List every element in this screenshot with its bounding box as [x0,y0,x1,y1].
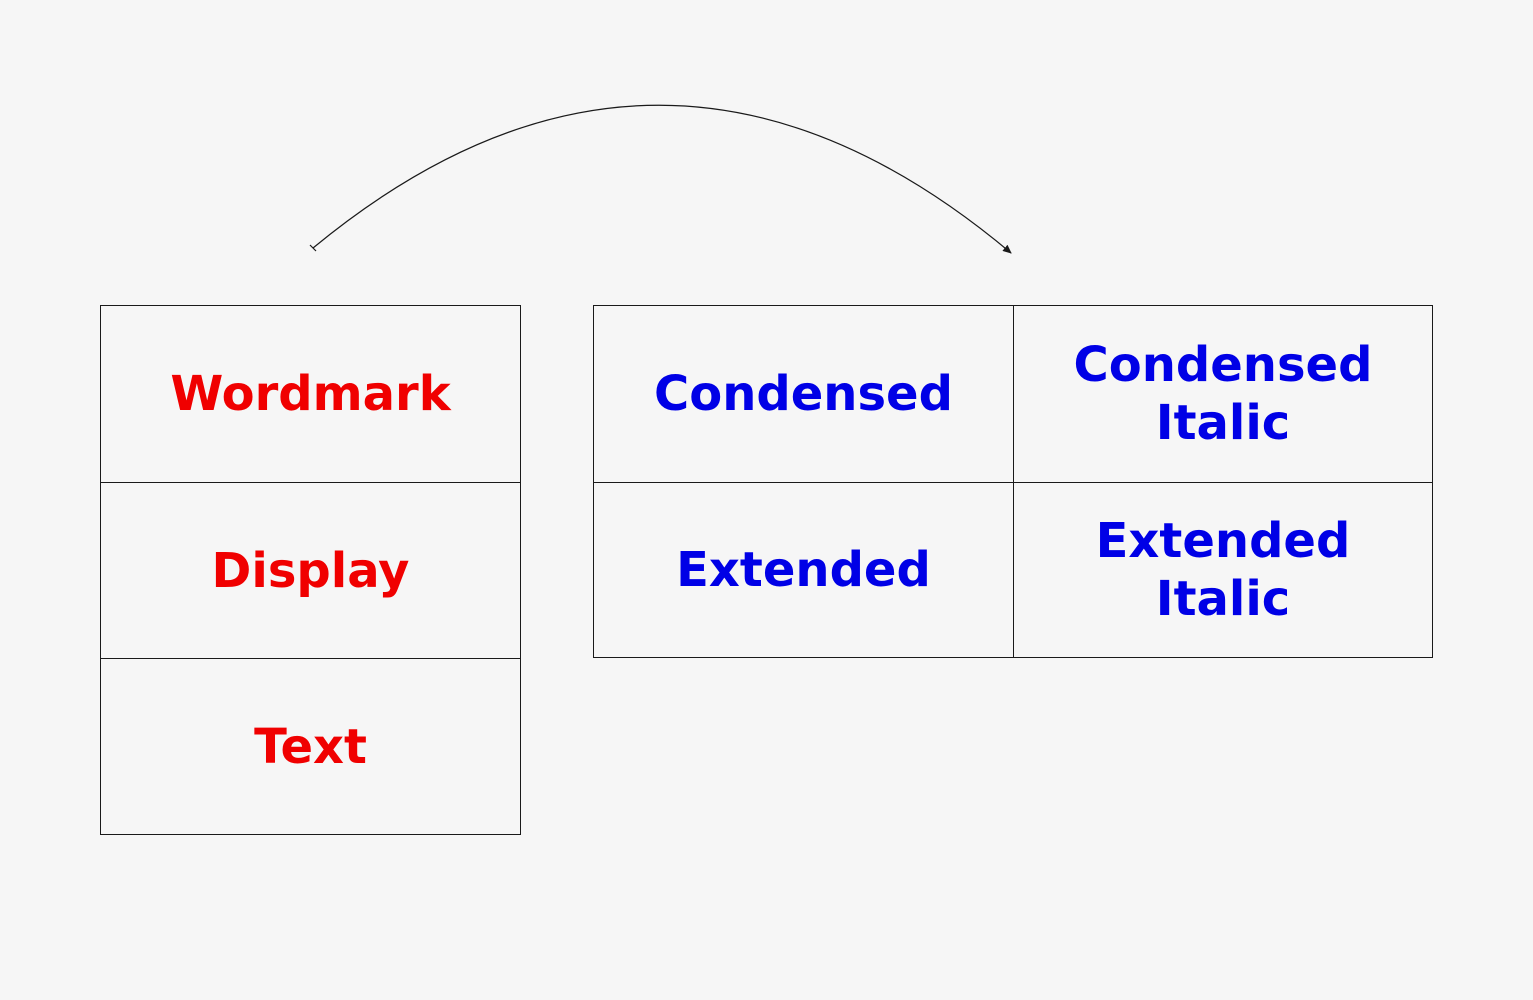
cell-condensed: Condensed [654,365,953,422]
right-grid: Condensed Condensed Italic Extended Exte… [593,305,1433,658]
cell-text: Text [101,658,520,834]
left-column-grid: Wordmark Display Text [100,305,521,835]
cell-extended-italic: Extended Italic [1013,481,1432,657]
cell-wordmark: Wordmark [170,366,451,422]
connector-arc [312,104,1012,254]
cell-display: Display [101,482,520,658]
cell-condensed-italic: Condensed Italic [1013,306,1432,482]
cell-extended: Extended [594,481,1013,658]
connector-tail-mark [309,244,317,252]
